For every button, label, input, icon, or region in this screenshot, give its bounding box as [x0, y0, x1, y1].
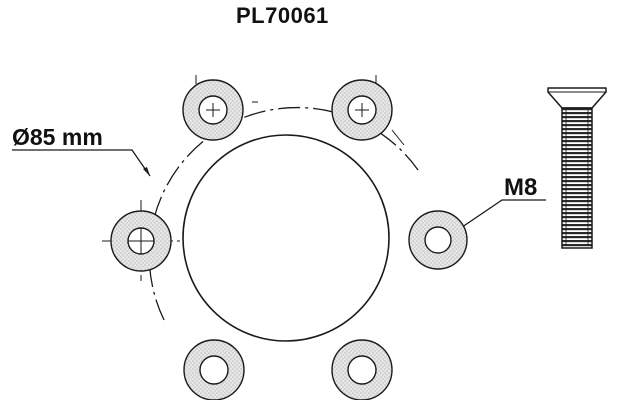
thread-size-label: M8	[504, 174, 538, 201]
countersunk-screw-icon	[547, 87, 607, 249]
mounting-hole-left	[102, 200, 180, 281]
center-bore	[182, 134, 390, 342]
thread-leader-line	[445, 199, 546, 239]
bolt-circle-diameter-label: Ø85 mm	[12, 124, 103, 150]
crosshair-icon	[128, 228, 154, 254]
mounting-hole-bottom-left	[183, 339, 245, 400]
crosshair-icon	[206, 103, 220, 117]
diameter-leader-line	[12, 149, 151, 177]
mounting-hole-top-right	[331, 75, 405, 146]
diameter-arrowhead	[143, 167, 150, 176]
mounting-hole-bottom-right	[331, 339, 393, 400]
mounting-hole-top-left	[182, 75, 258, 141]
part-number-title: PL70061	[236, 3, 329, 28]
crosshair-icon	[355, 103, 369, 117]
mounting-hole-right	[408, 210, 468, 270]
